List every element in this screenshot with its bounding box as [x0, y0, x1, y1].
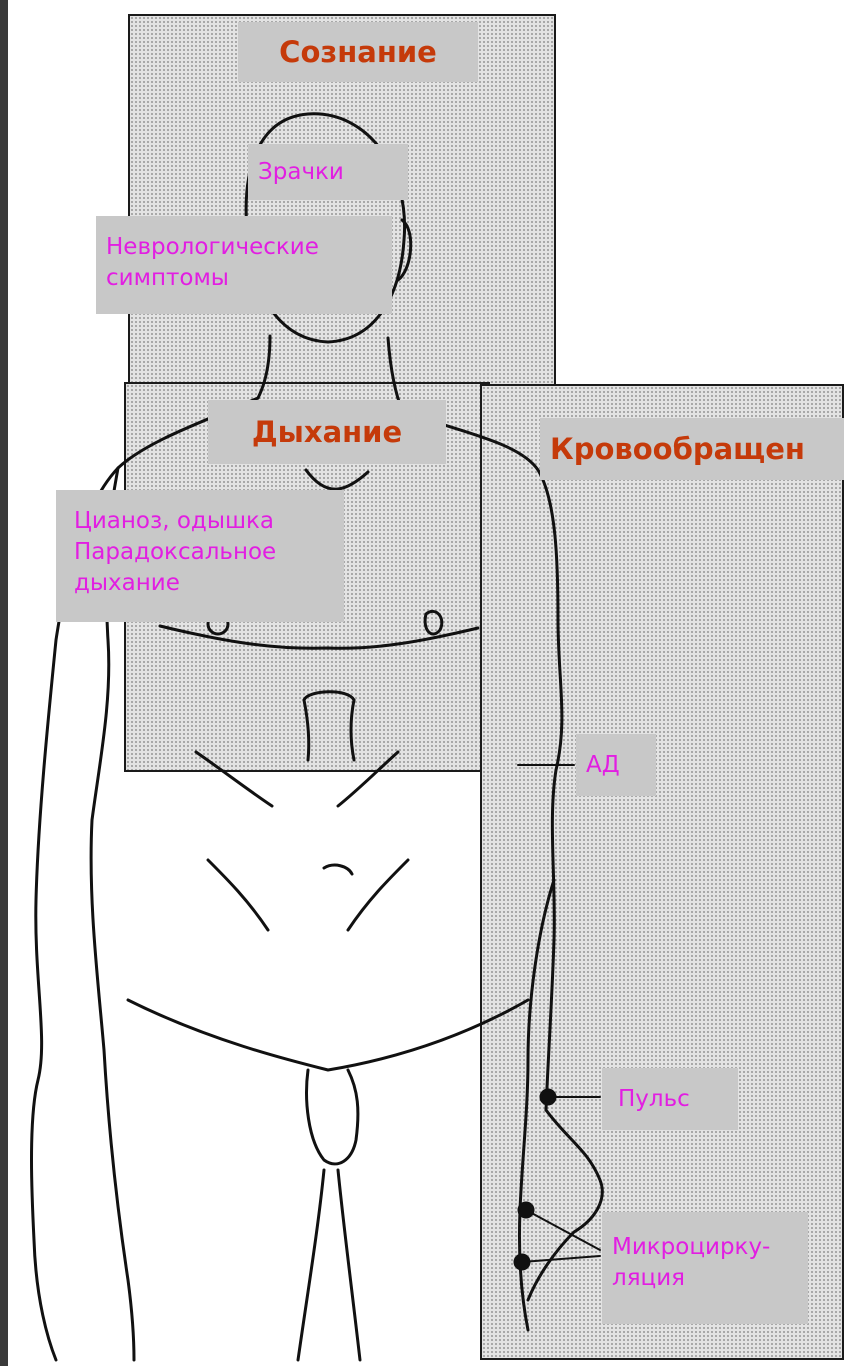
- diagram-canvas: Сознание Дыхание Кровообращен Зрачки Нев…: [8, 0, 844, 1366]
- pulse-label: Пульс: [602, 1068, 738, 1130]
- microcirculation-label: Микроцирку- ляция: [602, 1212, 808, 1324]
- consciousness-title: Сознание: [238, 22, 478, 82]
- breathing-title: Дыхание: [208, 400, 446, 464]
- neuro-symptoms-label: Неврологические симптомы: [96, 216, 392, 314]
- pupils-label: Зрачки: [248, 144, 408, 200]
- circulation-title: Кровообращен: [540, 418, 844, 480]
- bp-label: АД: [576, 734, 656, 796]
- cyanosis-label: Цианоз, одышка Парадоксальное дыхание: [56, 490, 344, 622]
- human-body-outline: [8, 0, 844, 1366]
